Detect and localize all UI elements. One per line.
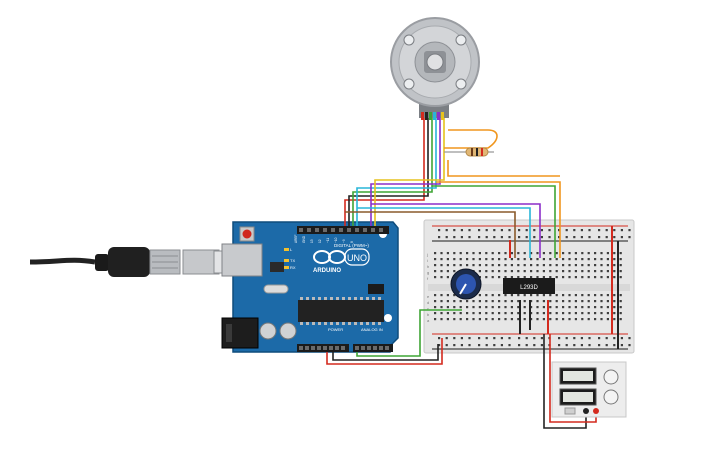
- wire-orange-long[interactable]: [436, 181, 561, 258]
- row-label-c: c: [427, 306, 429, 311]
- driver-ic-label: L293D: [520, 285, 538, 291]
- arduino-uno-board[interactable]: AREF GND 13 12 ~11 ~10 ~9 8 DIGITAL (PWM…: [221, 221, 399, 353]
- row-label-g: g: [427, 270, 429, 275]
- wire-orange-2[interactable]: [447, 160, 560, 177]
- wire-purple[interactable]: [371, 203, 541, 258]
- tx-led-label: TX: [290, 258, 295, 263]
- wire-cyan[interactable]: [357, 207, 531, 258]
- model-text: UNO: [347, 253, 367, 263]
- row-label-j: j: [426, 252, 428, 257]
- usb-port: [221, 243, 263, 277]
- wire-green[interactable]: [432, 185, 556, 258]
- wire-yellow-motor[interactable]: [374, 118, 445, 226]
- wire-black-motor[interactable]: [348, 118, 429, 226]
- svg-text:AREF: AREF: [294, 234, 298, 243]
- analog-header-label: ANALOG IN: [361, 327, 383, 332]
- reset-button[interactable]: [239, 226, 255, 242]
- row-label-f: f: [427, 276, 429, 281]
- wire-supply-neg[interactable]: [543, 334, 587, 429]
- svg-text:13: 13: [310, 239, 314, 243]
- power-supply-icon[interactable]: [551, 361, 627, 418]
- resistor-icon[interactable]: [444, 147, 494, 157]
- row-label-i: i: [427, 258, 428, 263]
- power-header-label: POWER: [328, 327, 343, 332]
- row-label-d: d: [427, 300, 429, 305]
- svg-text:~9: ~9: [342, 239, 346, 243]
- dc-motor-encoder-icon[interactable]: [390, 17, 480, 120]
- voltage-knob[interactable]: [603, 369, 619, 385]
- potentiometer-icon[interactable]: [450, 268, 482, 300]
- svg-text:~11: ~11: [326, 238, 330, 243]
- rx-led-label: RX: [290, 265, 296, 270]
- wire-analog[interactable]: [356, 309, 462, 357]
- atmega-chip: [298, 300, 384, 322]
- row-label-b: b: [427, 312, 430, 317]
- row-label-a: a: [427, 318, 430, 323]
- svg-text:~10: ~10: [334, 237, 338, 243]
- wire-brown[interactable]: [345, 211, 516, 258]
- positive-terminal[interactable]: [593, 408, 599, 414]
- wire-green-motor[interactable]: [352, 118, 433, 226]
- wire-5v[interactable]: [326, 338, 443, 365]
- arduino-logo: ARDUINO UNO: [313, 248, 370, 274]
- current-knob[interactable]: [603, 389, 619, 405]
- l-led-label: L: [290, 247, 293, 252]
- wire-red-motor[interactable]: [344, 118, 425, 226]
- row-label-h: h: [427, 264, 429, 269]
- usb-cable-icon[interactable]: [29, 247, 225, 277]
- l293d-chip[interactable]: L293D: [503, 278, 555, 294]
- digital-header-label: DIGITAL (PWM~): [334, 243, 369, 248]
- row-label-e: e: [427, 294, 430, 299]
- svg-text:12: 12: [318, 239, 322, 243]
- svg-text:GND: GND: [302, 235, 306, 243]
- brand-text: ARDUINO: [313, 268, 341, 274]
- wire-purple-motor[interactable]: [370, 118, 441, 226]
- negative-terminal[interactable]: [583, 408, 589, 414]
- svg-text:8: 8: [350, 241, 354, 243]
- wire-gnd[interactable]: [332, 344, 439, 361]
- wire-orange-loop[interactable]: [444, 129, 498, 149]
- power-jack: [221, 317, 259, 349]
- wire-blue-motor[interactable]: [356, 118, 437, 226]
